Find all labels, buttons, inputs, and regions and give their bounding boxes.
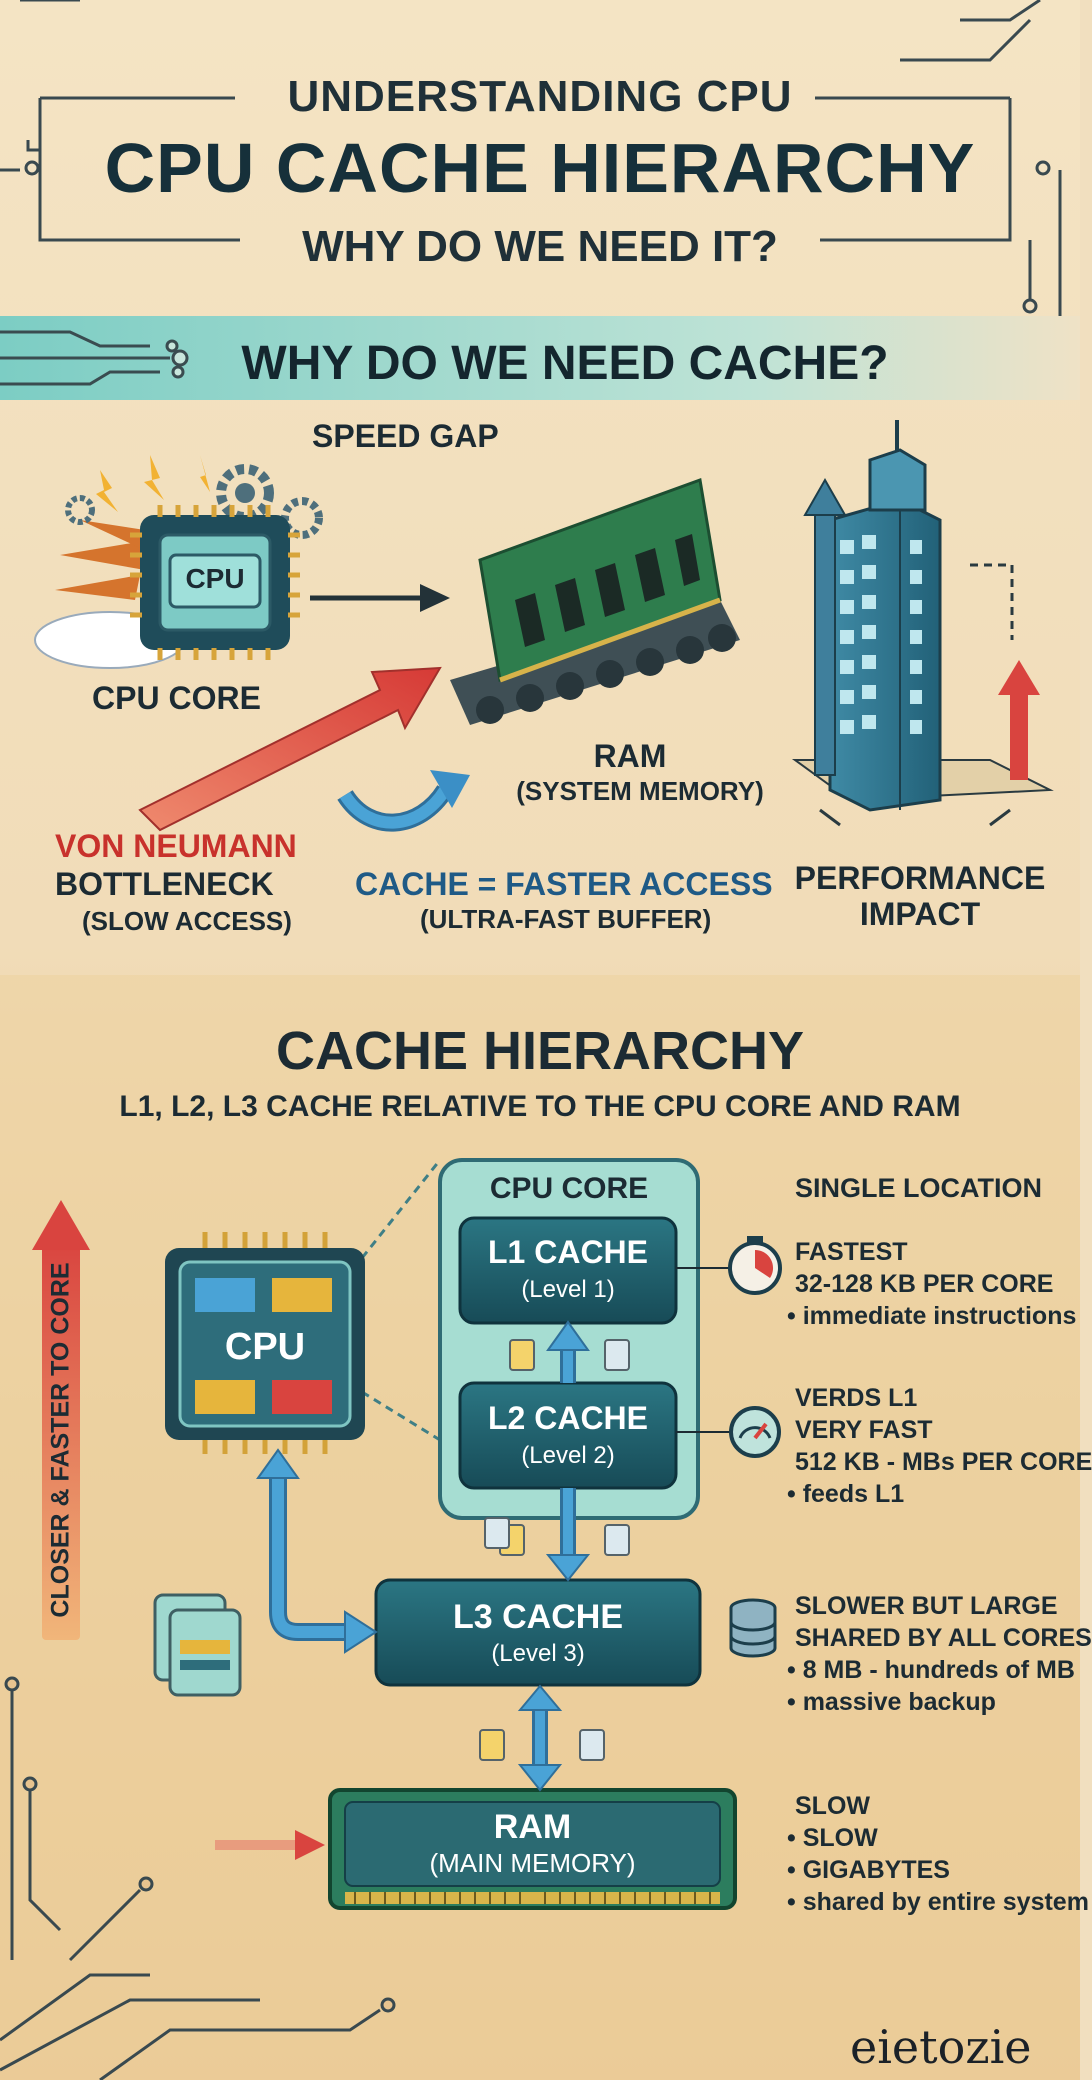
l3-cache-level: (Level 3) [491,1640,585,1667]
header-frame [24,96,1051,242]
cpu-to-l3-arrow [256,1448,378,1654]
cache-faster-label: CACHE = FASTER ACCESS [355,866,773,902]
l3-cache-name: L3 CACHE [452,1598,624,1636]
info-l2-line3: 512 KB - MBs PER CORE [795,1448,1092,1476]
bottleneck-line1: VON NEUMANN [55,828,297,864]
cpu-chip-label: CPU [185,563,245,594]
cpu-package-label: CPU [224,1326,306,1368]
cpu-core-label: CPU CORE [92,680,261,716]
speedometer-icon [729,1406,781,1458]
data-document-icons [153,1339,630,1761]
hierarchy-title: CACHE HIERARCHY [275,1021,805,1081]
info-l3-line1: SLOWER BUT LARGE [795,1592,1058,1620]
info-l2-line2: VERY FAST [795,1416,933,1444]
info-l3-line3: • 8 MB - hundreds of MB [787,1656,1075,1684]
bottleneck-line3: (SLOW ACCESS) [82,906,292,936]
info-single-location: SINGLE LOCATION [795,1173,1042,1203]
l3-ram-arrow [517,1684,563,1792]
closer-faster-arrow [32,1200,90,1640]
info-l3-line2: SHARED BY ALL CORES [795,1624,1092,1652]
info-ram-line4: • shared by entire system [787,1888,1089,1916]
ram-sub-label: (SYSTEM MEMORY) [516,776,764,806]
info-l3-line4: • massive backup [787,1688,996,1716]
arrow-cpu-to-ram [310,584,450,612]
info-l2-line4: • feeds L1 [787,1480,905,1508]
ram-input-arrow [215,1830,325,1860]
l2-cache-level: (Level 2) [521,1442,615,1469]
cpu-chip-icon [34,455,323,669]
info-ram-line3: • GIGABYTES [787,1856,950,1884]
signature-watermark: eietozie [850,2020,1032,2074]
stopwatch-icon [728,1236,782,1295]
bottleneck-arrow [138,666,442,832]
ram-label: RAM [593,738,667,774]
l1-cache-level: (Level 1) [521,1276,615,1303]
info-l2-line1: VERDS L1 [795,1384,918,1412]
closer-faster-label: CLOSER & FASTER TO CORE [46,1262,75,1618]
header-line1: UNDERSTANDING CPU [287,72,793,121]
ram-main-sub: (MAIN MEMORY) [429,1848,636,1878]
bottleneck-line2: BOTTLENECK [55,866,274,902]
l1-cache-name: L1 CACHE [487,1234,648,1270]
info-l1-line2: 32-128 KB PER CORE [795,1270,1054,1298]
section-banner-why: WHY DO WE NEED CACHE? [241,337,889,390]
cache-buffer-label: (ULTRA-FAST BUFFER) [420,904,712,934]
l2-to-l1-arrow [546,1320,590,1383]
performance-line1: PERFORMANCE [794,860,1046,896]
info-l1-line3: • immediate instructions [787,1302,1077,1330]
speed-gap-label: SPEED GAP [312,418,499,454]
database-icon [729,1598,777,1658]
cpu-core-title: CPU CORE [489,1172,649,1205]
info-ram-line1: SLOW [795,1792,870,1820]
ram-main-name: RAM [493,1808,572,1846]
l2-cache-name: L2 CACHE [487,1400,648,1436]
hierarchy-subtitle: L1, L2, L3 CACHE RELATIVE TO THE CPU COR… [119,1090,961,1123]
header-line3: WHY DO WE NEED IT? [302,222,778,271]
cpu-package-icon [165,1159,442,1454]
performance-line2: IMPACT [859,896,981,932]
l2-to-l3-arrow [545,1488,591,1582]
performance-building-icon [791,420,1054,827]
header-title: CPU CACHE HIERARCHY [104,129,976,207]
ram-main-memory-box [328,1788,737,1910]
ram-module-icon [450,477,740,725]
info-l1-line1: FASTEST [795,1238,908,1266]
circuit-decoration-bottom [0,1676,396,2080]
cache-curved-arrow [337,770,470,832]
info-ram-line2: • SLOW [787,1824,878,1852]
